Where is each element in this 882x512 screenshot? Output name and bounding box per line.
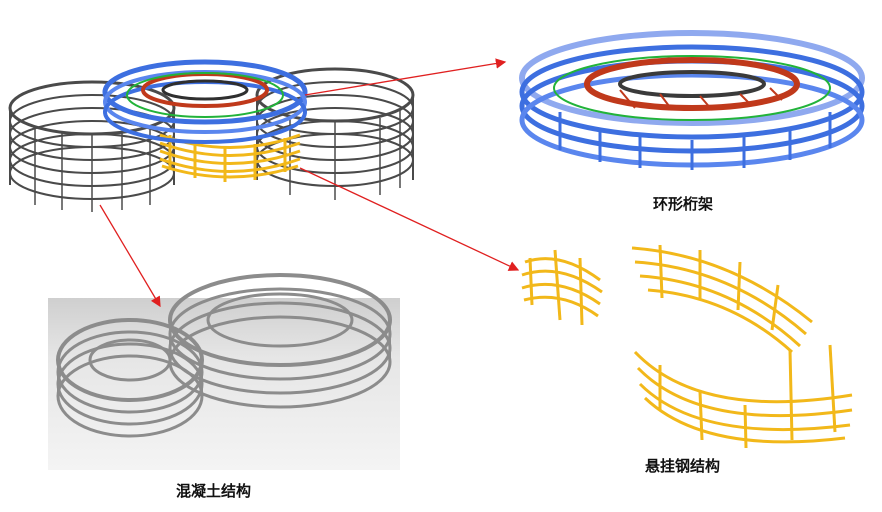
arrow-to-hanging-steel: [299, 167, 520, 271]
hanging-steel-piece-bottom: [633, 344, 853, 449]
arrows: [99, 58, 520, 308]
combined-ring-truss: [102, 59, 308, 144]
combined-hanging-steel: [159, 133, 301, 182]
hanging-steel-piece-left: [521, 249, 603, 326]
caption-hanging-steel-structure: 悬挂钢结构: [645, 457, 721, 475]
arrow-to-ring-truss: [304, 58, 507, 96]
combined-concrete-left: [8, 80, 176, 212]
caption-concrete-structure: 混凝土结构: [176, 482, 252, 500]
ring-truss-model: [519, 30, 865, 170]
hanging-steel-model: [521, 244, 853, 449]
caption-ring-truss: 环形桁架: [653, 195, 714, 213]
arrow-to-concrete: [99, 204, 161, 308]
hanging-steel-piece-top: [631, 244, 813, 354]
combined-model: [8, 59, 415, 212]
concrete-render: [48, 273, 400, 470]
